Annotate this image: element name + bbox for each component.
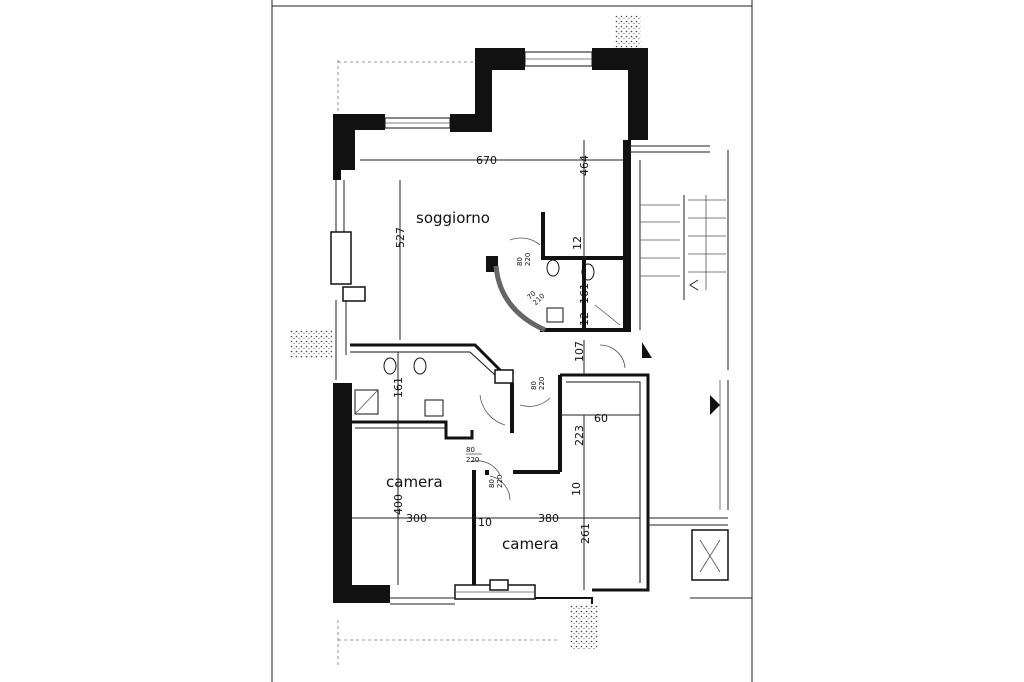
- dim-bath-161-left: 161: [392, 377, 405, 398]
- interior-walls: [330, 51, 710, 605]
- dim-bedroom-left-width: 300: [406, 512, 427, 525]
- svg-text:80: 80: [466, 446, 475, 454]
- dim-bedroom-right-height: 261: [579, 523, 592, 544]
- dim-wall-12-top: 12: [571, 236, 584, 250]
- dim-wall-10-vertical: 10: [570, 482, 583, 496]
- dim-corridor-107: 107: [573, 341, 586, 362]
- door-label-bedroom-right: 80 220: [488, 475, 504, 488]
- svg-text:80: 80: [488, 479, 496, 488]
- dim-223: 223: [573, 425, 586, 446]
- svg-text:220: 220: [496, 475, 504, 488]
- door-label-corridor: 80 220: [530, 377, 546, 390]
- dim-living-height-right: 464: [578, 155, 591, 176]
- room-label-bedroom-right: camera: [502, 535, 559, 553]
- dim-bedroom-left-height: 400: [392, 494, 405, 515]
- room-labels: soggiorno camera camera: [386, 209, 559, 553]
- staircase: [639, 150, 752, 599]
- door-label-living: 80 220: [516, 253, 532, 266]
- dimension-lines: [352, 140, 640, 590]
- dim-60: 60: [594, 412, 608, 425]
- sheet-border: [271, 0, 753, 682]
- exterior-walls: [333, 48, 648, 603]
- svg-text:220: 220: [538, 377, 546, 390]
- arrow-marker-icon: [642, 342, 652, 358]
- svg-text:220: 220: [524, 253, 532, 266]
- dim-bedroom-right-width: 380: [538, 512, 559, 525]
- bathroom-fixtures: [354, 259, 595, 417]
- svg-text:80: 80: [530, 381, 538, 390]
- room-label-bedroom-left: camera: [386, 473, 443, 491]
- dim-bath-161-right: 161: [578, 283, 591, 304]
- dim-wall-12-mid: 12: [578, 312, 591, 326]
- dim-wall-10-horizontal: 10: [478, 516, 492, 529]
- ground-hatching: [290, 14, 641, 650]
- svg-text:80: 80: [516, 257, 524, 266]
- door-label-bedroom-left: 80 220: [466, 446, 482, 464]
- guide-lines: [337, 60, 560, 668]
- room-label-living: soggiorno: [416, 209, 490, 227]
- arrow-marker-icon: [710, 395, 720, 415]
- dim-living-height-left: 527: [394, 227, 407, 248]
- door-label-bath: 70 210: [526, 289, 547, 307]
- svg-text:70: 70: [526, 289, 538, 301]
- door-swings: [469, 237, 626, 501]
- dimension-labels: 670 527 464 12 161 12 107 161 60 223 10 …: [392, 154, 608, 544]
- svg-text:220: 220: [466, 456, 479, 464]
- dim-living-width: 670: [476, 154, 497, 167]
